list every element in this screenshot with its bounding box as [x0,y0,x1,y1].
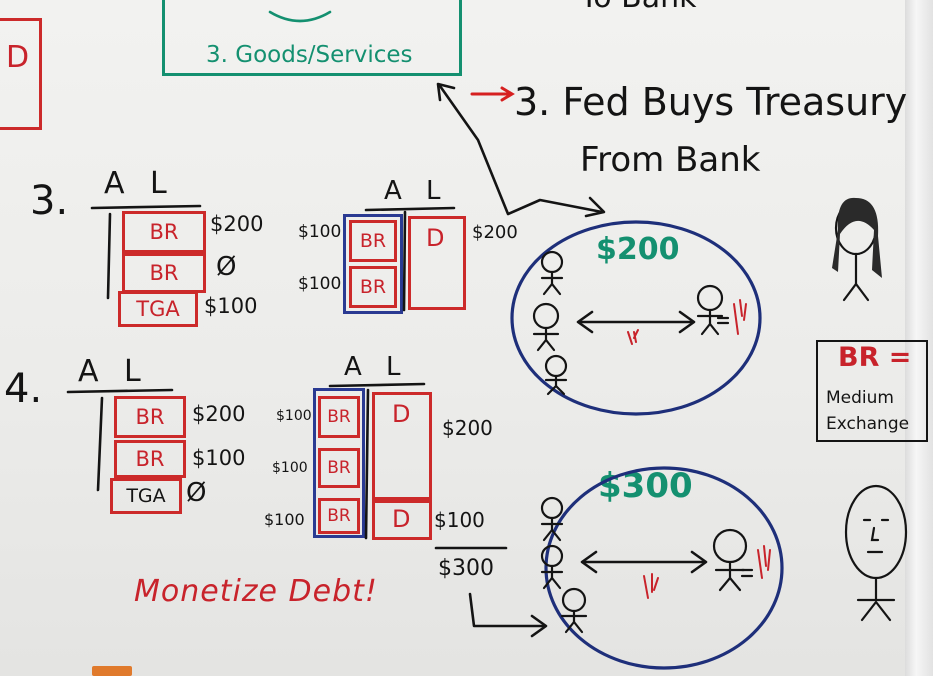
economy-circle-2 [544,466,784,670]
goods-services-label: 3. Goods/Services [206,42,413,68]
step-4-fed-value-1: $200 [192,402,246,426]
circle-2-trade-arrow-left-head [580,550,598,574]
step-4-fed-row-1: BR [114,396,186,438]
heading-branch-arrow-head-top [436,82,456,102]
circle-2-person-2 [540,544,564,590]
step-4-fed-row-3: TGA [110,478,182,514]
goods-loop-arrow [268,10,332,23]
legend-box [816,340,928,442]
step-4-bank-assets-box [313,388,365,538]
step-4-fed-header: A L [78,354,149,389]
step-4-bank-liability-box-2 [372,500,432,540]
man-figure [844,484,908,622]
total-arrow [468,592,546,628]
marker-cap [92,666,132,676]
step-3-fed-t-horizontal [90,204,202,210]
circle-1-person-1 [540,250,564,296]
heading-branch-arrow-head-right [584,196,606,218]
step-3-bank-t-horizontal [364,206,456,212]
step-3-bank-assets-box [343,214,403,314]
circle-1-amount: $200 [596,232,680,267]
step-4-fed-t-vertical [96,396,104,492]
circle-1-seller [696,284,730,336]
step-4-bank-liability-amount-2: $100 [434,508,485,532]
economy-circle-1 [510,220,762,416]
legend-line-1: Medium [826,388,894,408]
circle-1-trade-arrow-left-head [576,310,594,334]
step-4-fed-value-2: $100 [192,446,246,470]
step-4-total: $300 [438,556,494,581]
circle-2-goods-mark [643,573,659,599]
step-3-bank-liability-amount: $200 [472,222,518,243]
step-3-number: 3. [30,178,69,224]
step-3-bank-asset-amount-1: $100 [298,222,342,242]
circle-2-amount: $300 [598,466,693,506]
left-d-box [0,18,42,130]
circle-2-seller [712,528,754,592]
left-d-label: D [6,40,30,75]
legend-title: BR = [838,342,912,373]
step-4-bank-liability-label-1: D [392,400,411,428]
step-4-number: 4. [4,366,43,412]
woman-hair [832,197,882,278]
step-4-bank-t-vertical [364,388,370,540]
step-4-bank-asset-2: BR [318,448,360,488]
monetize-debt-label: Monetize Debt! [134,574,378,609]
circle-2-person-3 [560,587,588,634]
step-4-fed-value-3: Ø [186,478,207,508]
step-3-bank-asset-2: BR [349,266,397,308]
step-3-fed-row-1: BR [122,211,206,253]
step-3-bank-liability-box [408,216,466,310]
step-3-fed-header: A L [104,166,175,201]
step-3-bank-header: A L [384,176,449,206]
step-3-bank-asset-amount-2: $100 [298,274,342,294]
step-4-bank-asset-1: BR [318,396,360,438]
legend-line-2: Exchange [826,414,910,434]
step-4-bank-asset-3: BR [318,498,360,534]
step-3-bank-liability-label: D [426,224,445,252]
goods-services-box [162,0,462,76]
circle-1-person-3 [544,354,568,396]
step-4-bank-liability-label-2: D [392,505,411,533]
step-4-bank-header: A L [344,352,409,382]
heading-branch-arrow [438,84,604,216]
step-4-bank-asset-amount-2: $100 [272,460,308,476]
to-bank-label: To Bank [580,0,696,15]
circle-2-person-1 [540,496,564,542]
step-3-bank-t-vertical [402,210,407,312]
total-arrow-head [530,614,548,638]
step-3-fed-row-3: TGA [118,291,198,327]
step-3-fed-value-1: $200 [210,212,264,236]
circle-2-seller-goods-mark [757,545,771,579]
step-4-fed-t-horizontal [66,388,174,394]
heading-line-1: 3. Fed Buys Treasury [514,80,908,124]
step-3-fed-value-2: Ø [216,252,237,282]
step-4-bank-liability-amount-1: $200 [442,416,493,440]
circle-1-seller-goods-mark [733,299,747,335]
step-4-bank-asset-amount-3: $100 [264,510,305,529]
red-pointer-arrow-head [500,86,515,102]
step-4-bank-liability-box-1 [372,392,432,500]
step-4-bank-asset-amount-1: $100 [276,408,312,424]
circle-2-trade-arrow-right-head [690,550,708,574]
circle-1-trade-arrow-right-head [678,310,696,334]
heading-line-2: From Bank [580,140,761,180]
step-3-fed-value-3: $100 [204,294,258,318]
step-4-bank-t-horizontal [328,382,426,388]
step-3-fed-t-vertical [106,212,112,300]
step-3-bank-asset-1: BR [349,220,397,262]
circle-1-person-2 [532,302,560,352]
board-frame-edge [905,0,933,676]
step-4-fed-row-2: BR [114,440,186,478]
circle-1-goods-mark [627,329,639,345]
